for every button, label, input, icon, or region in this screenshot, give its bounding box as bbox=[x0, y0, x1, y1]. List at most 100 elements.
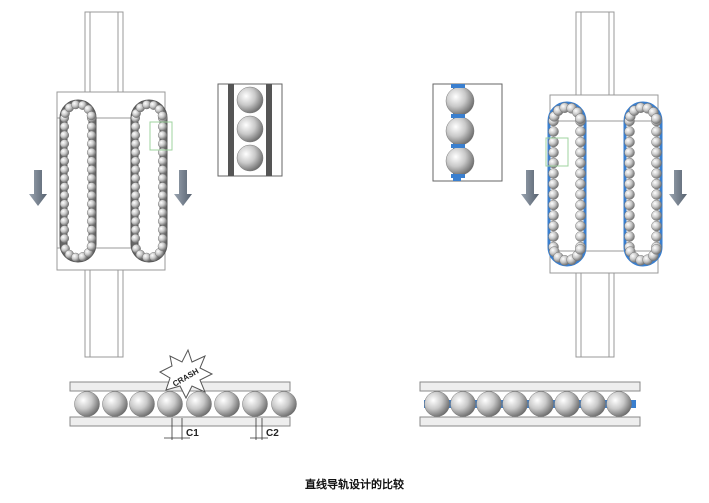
ball bbox=[214, 391, 240, 417]
lower-plate bbox=[419, 416, 641, 427]
ball bbox=[86, 233, 97, 243]
ball bbox=[575, 199, 586, 211]
ball bbox=[157, 156, 168, 166]
ball bbox=[554, 391, 580, 417]
ball bbox=[129, 391, 155, 417]
ball bbox=[450, 391, 476, 417]
retainer-link bbox=[451, 174, 465, 178]
ball bbox=[130, 190, 141, 200]
ball bbox=[624, 220, 635, 232]
ball bbox=[528, 391, 554, 417]
ball bbox=[575, 136, 586, 148]
ball bbox=[624, 136, 635, 148]
ball bbox=[575, 178, 586, 190]
ball bbox=[130, 216, 141, 226]
ball bbox=[548, 168, 559, 179]
detail-highlight-box bbox=[545, 137, 569, 167]
carriage-block bbox=[549, 94, 659, 274]
down-arrow-icon bbox=[521, 170, 539, 206]
ball bbox=[651, 210, 662, 221]
ball bbox=[130, 208, 141, 218]
ball bbox=[651, 168, 662, 179]
ball bbox=[157, 147, 168, 157]
ball bbox=[651, 126, 662, 137]
ball bbox=[86, 216, 97, 226]
ball bbox=[157, 216, 168, 226]
ball bbox=[575, 126, 586, 137]
ball bbox=[157, 165, 168, 175]
ball bbox=[59, 165, 70, 175]
right-ball-row-section bbox=[419, 381, 641, 427]
ball bbox=[157, 111, 167, 121]
right-guide-assembly bbox=[521, 11, 687, 358]
ball bbox=[130, 122, 141, 132]
ball bbox=[59, 190, 70, 200]
figure-caption: 直线导轨设计的比较 bbox=[305, 478, 404, 491]
ball bbox=[575, 220, 586, 232]
ball bbox=[59, 139, 70, 149]
retainer-link bbox=[451, 114, 465, 118]
ball bbox=[130, 139, 141, 149]
ball bbox=[102, 391, 128, 417]
ball bbox=[575, 189, 586, 200]
clearance-c1: C1 bbox=[164, 418, 199, 440]
track-inner bbox=[137, 106, 161, 256]
ball bbox=[130, 156, 141, 166]
ball bbox=[580, 391, 606, 417]
ball bbox=[575, 231, 586, 242]
c1-label: C1 bbox=[186, 428, 199, 439]
ball bbox=[157, 225, 168, 235]
lower-plate bbox=[69, 416, 291, 427]
ball bbox=[74, 391, 100, 417]
ball bbox=[59, 147, 70, 157]
ball bbox=[651, 199, 662, 211]
ball bbox=[59, 233, 70, 243]
ball bbox=[86, 111, 96, 121]
ball bbox=[502, 391, 528, 417]
ball bbox=[157, 391, 183, 417]
ball bbox=[575, 147, 586, 158]
ball bbox=[86, 147, 97, 157]
ball bbox=[130, 225, 141, 235]
retainer-link bbox=[451, 144, 465, 148]
ball bbox=[445, 86, 475, 116]
ball bbox=[606, 391, 632, 417]
ball bbox=[651, 231, 662, 242]
track-wall bbox=[228, 84, 234, 176]
ball bbox=[242, 391, 268, 417]
ball bbox=[130, 233, 141, 243]
ball bbox=[548, 147, 559, 158]
ball bbox=[59, 156, 70, 166]
ball bbox=[624, 157, 635, 169]
left-guide-assembly bbox=[29, 11, 192, 358]
ball bbox=[86, 225, 97, 235]
ball bbox=[157, 182, 168, 192]
ball bbox=[157, 199, 168, 209]
ball bbox=[575, 157, 586, 169]
ball bbox=[86, 199, 97, 209]
ball bbox=[575, 168, 586, 179]
down-arrow-icon bbox=[669, 170, 687, 206]
ball bbox=[445, 146, 475, 176]
ball bbox=[236, 115, 264, 143]
detail-highlight-box bbox=[149, 121, 173, 151]
ball bbox=[651, 157, 662, 169]
ball bbox=[59, 216, 70, 226]
ball bbox=[236, 86, 264, 114]
ball bbox=[624, 231, 635, 242]
ball bbox=[186, 391, 212, 417]
ball bbox=[651, 189, 662, 200]
ball bbox=[157, 241, 167, 251]
ball bbox=[130, 147, 141, 157]
ball bbox=[445, 116, 475, 146]
ball bbox=[624, 126, 635, 137]
ball bbox=[548, 178, 559, 190]
ball bbox=[86, 139, 97, 149]
ball bbox=[548, 210, 559, 221]
down-arrow-icon bbox=[29, 170, 47, 206]
ball bbox=[157, 190, 168, 200]
ball bbox=[624, 147, 635, 158]
ball bbox=[651, 113, 662, 124]
ball bbox=[130, 182, 141, 192]
